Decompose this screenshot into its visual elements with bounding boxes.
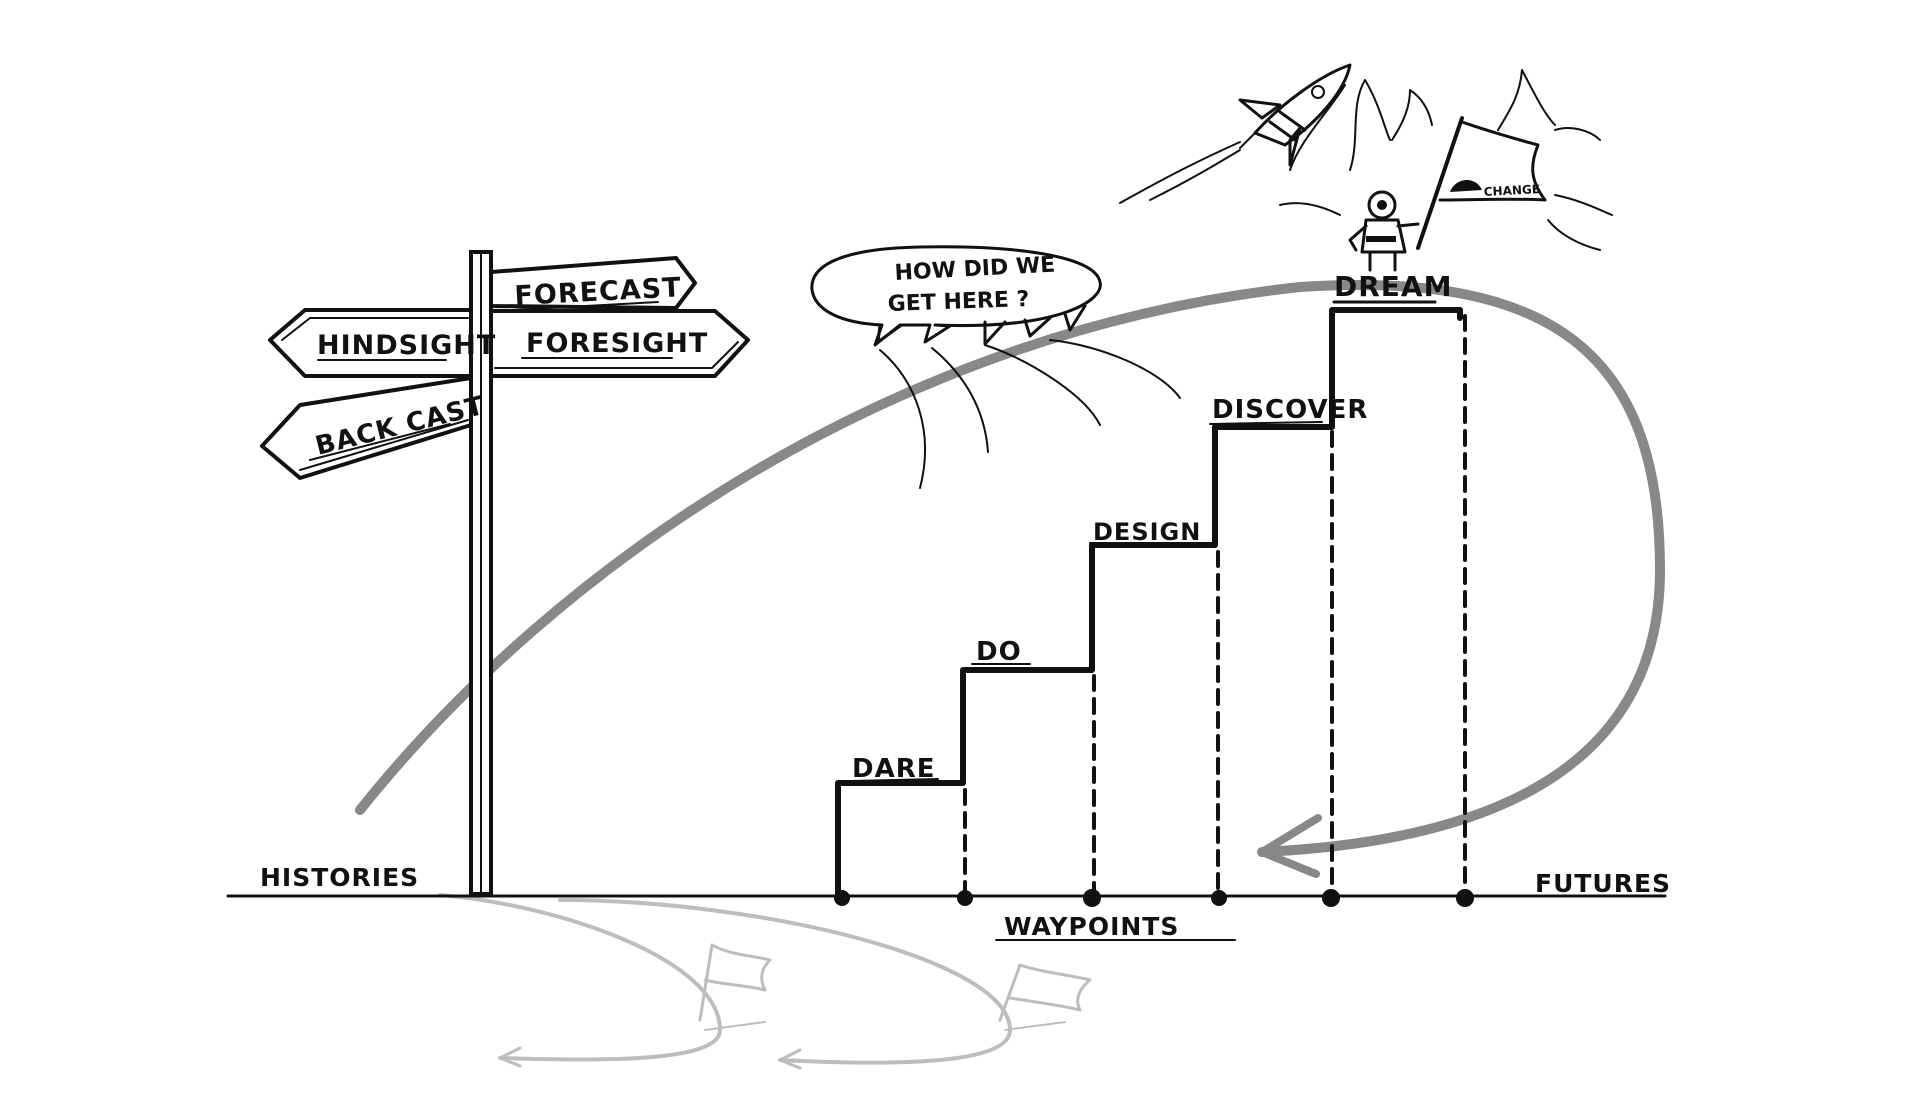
waypoint-dot xyxy=(957,890,973,906)
step-label-dream: DREAM xyxy=(1334,270,1452,303)
hindsight-label: HINDSIGHT xyxy=(317,330,496,361)
ghost-reflection xyxy=(440,895,1090,1068)
step-label-design: DESIGN xyxy=(1093,518,1201,546)
step-label-discover: DISCOVER xyxy=(1212,395,1368,425)
waypoint-dot xyxy=(1211,890,1227,906)
waypoint-dots xyxy=(834,889,1474,907)
staircase xyxy=(838,310,1465,897)
foresight-label: FORESIGHT xyxy=(526,328,708,359)
bubble-line-1: HOW DID WE xyxy=(894,253,1056,286)
bubble-line-2: GET HERE ? xyxy=(887,287,1029,317)
backcast-label: BACK CAST xyxy=(312,391,487,462)
waypoints-label: WAYPOINTS xyxy=(1004,912,1179,941)
timeline xyxy=(228,896,1665,940)
waypoint-dot xyxy=(1322,889,1340,907)
step-label-do: DO xyxy=(976,637,1022,667)
astronaut-icon xyxy=(1350,192,1418,270)
rocket-icon xyxy=(1120,65,1350,203)
waypoint-dot xyxy=(1456,889,1474,907)
flag-text: CHANGE xyxy=(1483,182,1540,199)
waypoint-dot xyxy=(1083,889,1101,907)
waypoint-dot xyxy=(834,890,850,906)
speech-bubble xyxy=(812,247,1180,488)
histories-label: HISTORIES xyxy=(260,863,419,892)
futures-label: FUTURES xyxy=(1535,869,1671,898)
